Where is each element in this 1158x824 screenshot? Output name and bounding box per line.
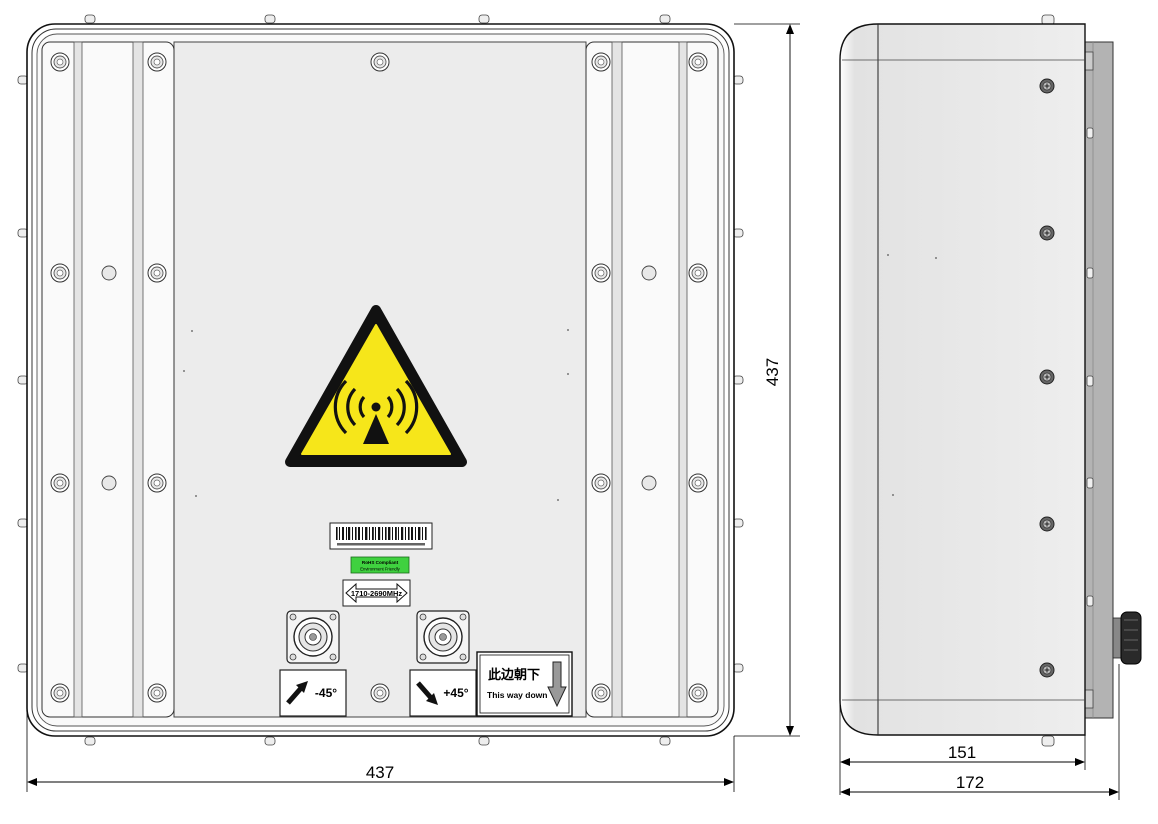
serial-barcode-label xyxy=(329,522,433,550)
port-connector-left xyxy=(286,610,340,664)
right-mounting-rail xyxy=(585,41,719,718)
side-total-depth-dimension: 172 xyxy=(840,664,1120,800)
side-body-depth-dimension: 151 xyxy=(839,705,1086,795)
side-connector-icon xyxy=(1112,611,1142,665)
surface-marks xyxy=(183,329,569,501)
double-arrow-icon xyxy=(345,582,408,604)
front-width-dimension: 437 xyxy=(26,710,735,792)
side-view xyxy=(839,14,1142,747)
front-width-value: 437 xyxy=(366,763,394,782)
frequency-band-label: 1710-2690MHz xyxy=(342,579,411,607)
orientation-text-cn: 此边朝下 xyxy=(488,667,540,682)
radiation-warning-icon xyxy=(285,305,467,467)
side-housing xyxy=(839,23,1086,736)
left-mounting-rail xyxy=(41,41,175,718)
port-label-left: -45° xyxy=(279,669,347,717)
rohs-line1: RoHS Compliant xyxy=(362,560,399,565)
front-height-value: 437 xyxy=(763,358,782,386)
rohs-line2: Environment Friendly xyxy=(360,567,400,572)
port-connector-right xyxy=(416,610,470,664)
side-body-depth-value: 151 xyxy=(948,743,976,762)
arrow-down-right-icon xyxy=(426,693,438,705)
arrow-up-right-icon xyxy=(296,681,308,693)
orientation-label: 此边朝下 This way down xyxy=(476,651,573,717)
port-left-polarization: -45° xyxy=(315,686,337,700)
arrow-down-icon xyxy=(547,661,567,708)
side-total-depth-value: 172 xyxy=(956,773,984,792)
port-label-right: +45° xyxy=(409,669,477,717)
orientation-text-en: This way down xyxy=(487,690,547,700)
fastening-bolts xyxy=(50,52,708,703)
port-right-polarization: +45° xyxy=(443,686,468,700)
front-view: RoHS Compliant Environment Friendly 1710… xyxy=(17,14,744,746)
rohs-label: RoHS Compliant Environment Friendly xyxy=(350,556,410,574)
frequency-band-text: 1710-2690MHz xyxy=(351,589,403,598)
front-height-dimension: 437 xyxy=(734,23,800,737)
